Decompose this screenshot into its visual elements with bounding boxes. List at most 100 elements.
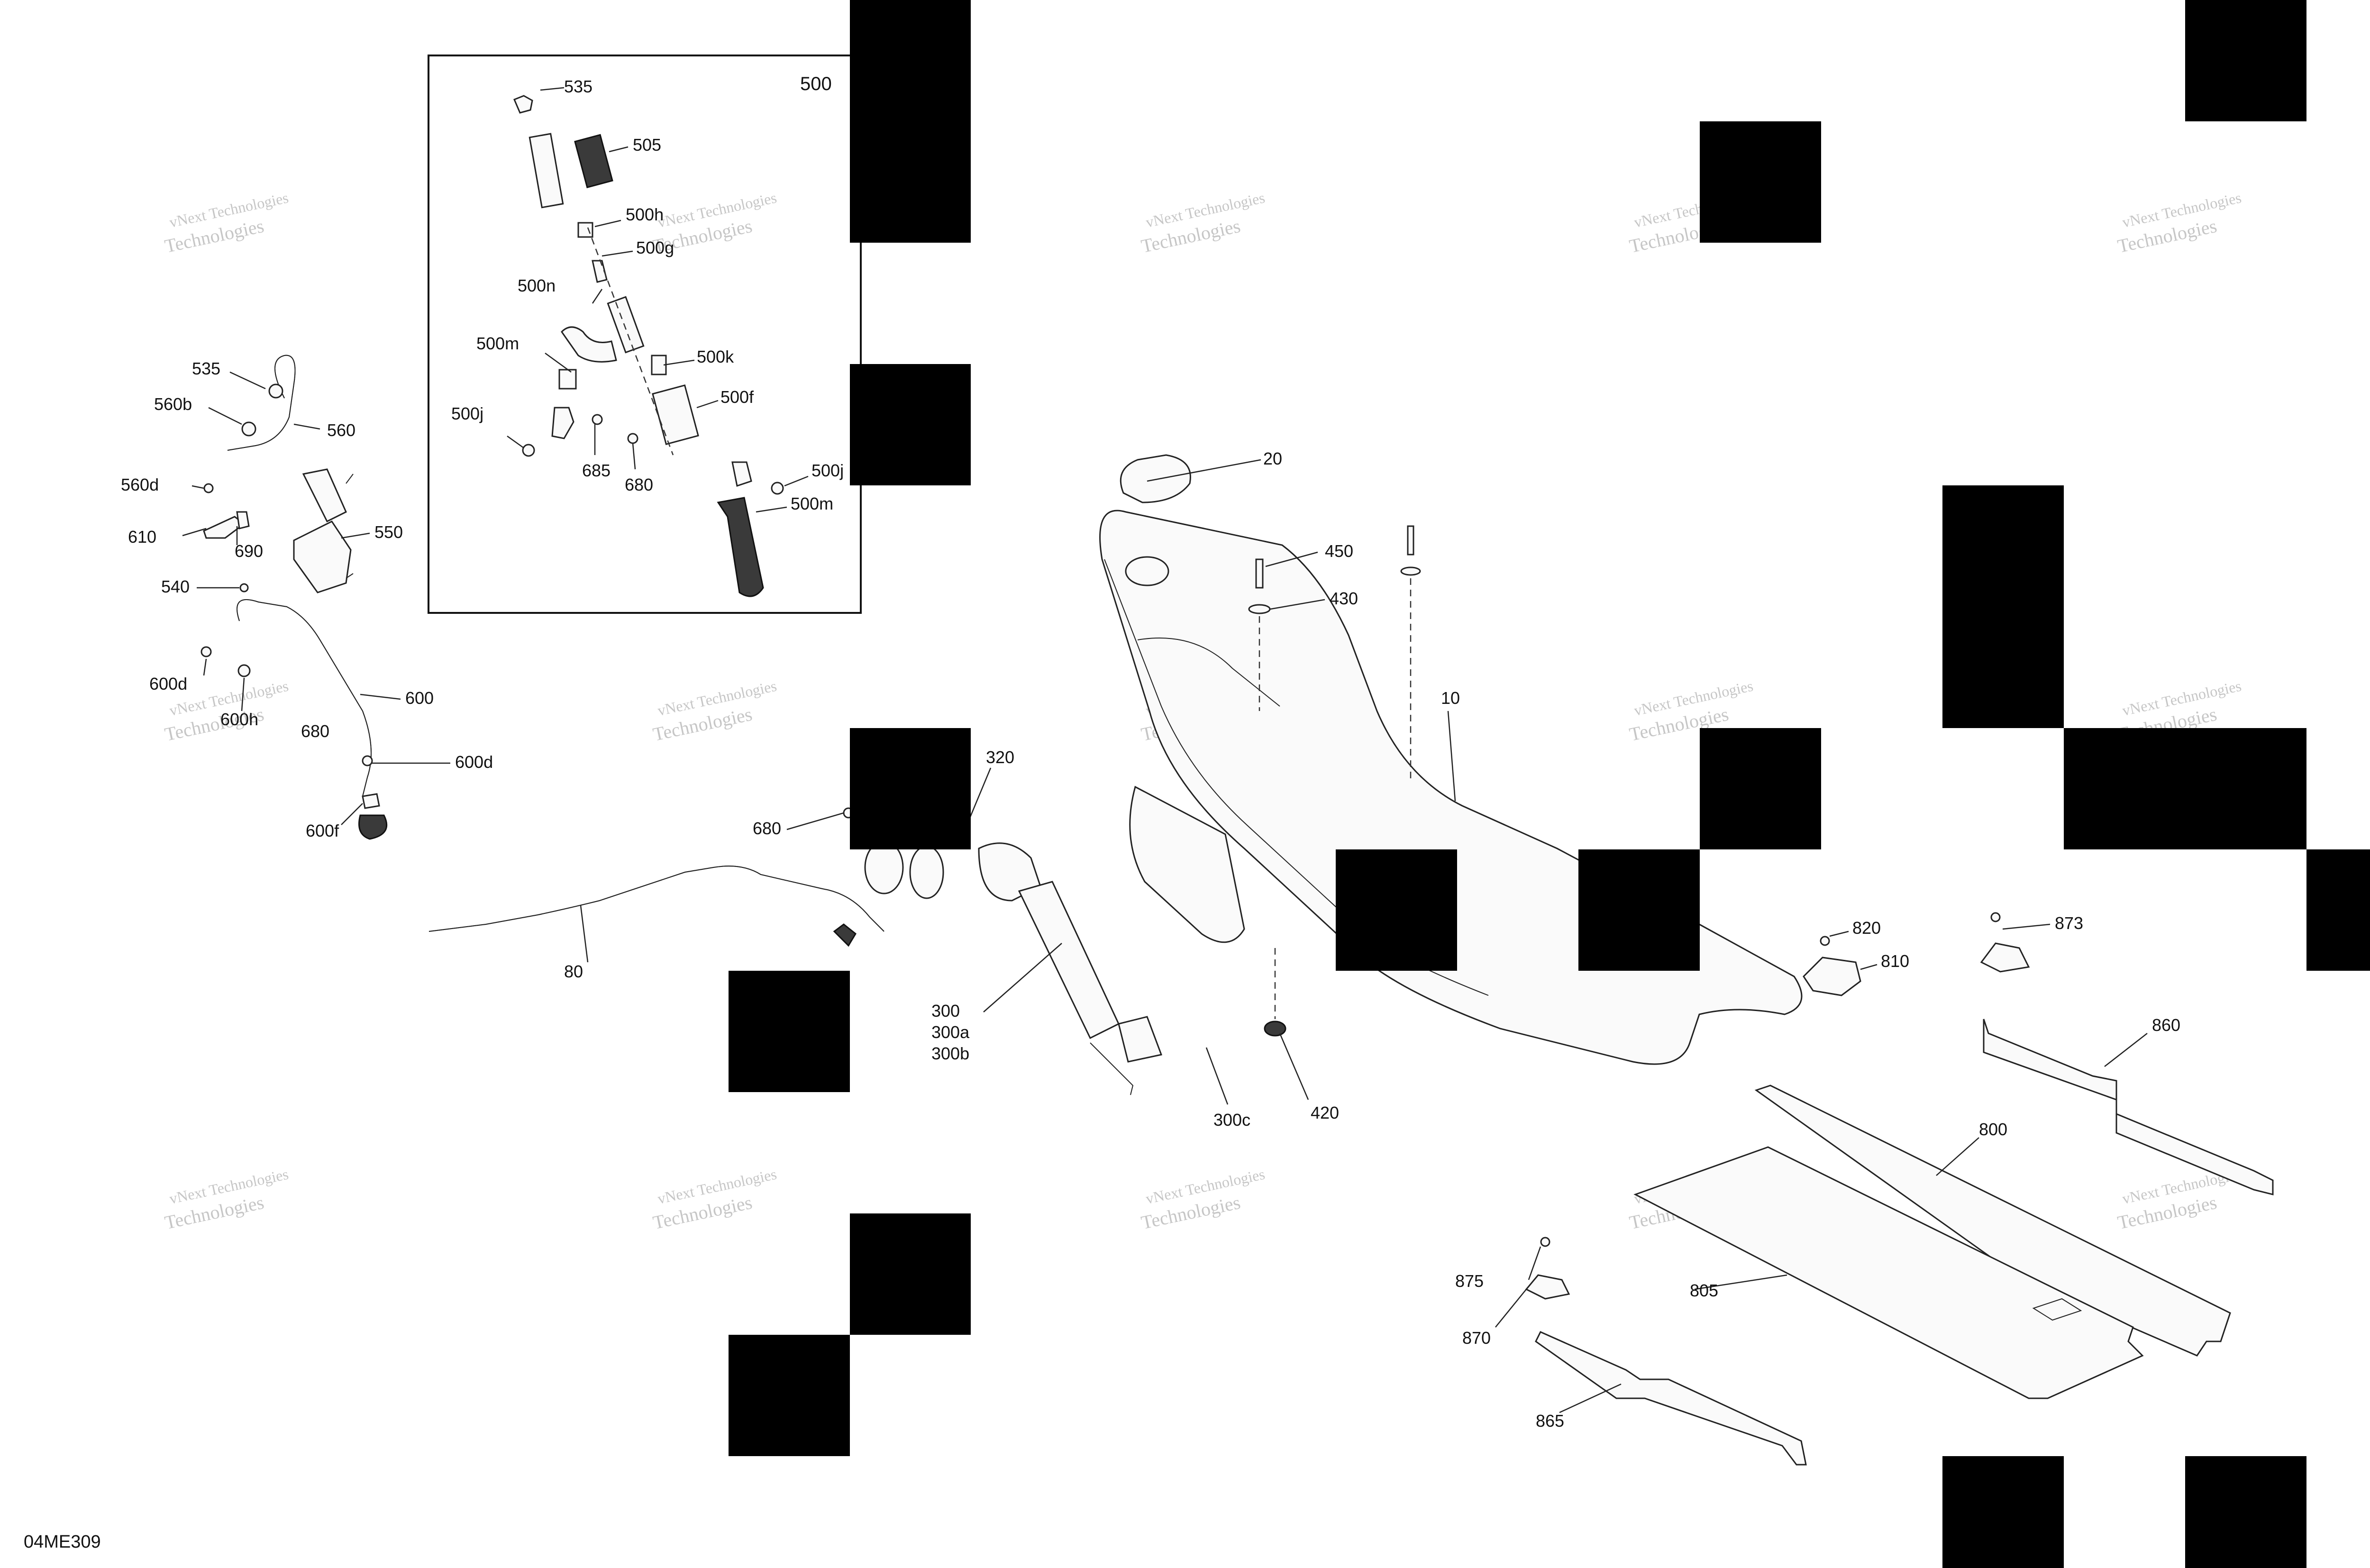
part-500m-clamp [558,369,577,390]
document-code: 04ME309 [24,1532,101,1552]
leader [1860,964,1878,970]
part-560-hose [227,355,296,451]
part-500h-fitting [577,222,593,238]
callout-500n: 500n [518,276,556,295]
part-500f-filter [652,384,699,446]
callout-20: 20 [1263,449,1282,468]
part-860-strap [1983,1019,2274,1195]
callout-500j-b: 500j [811,461,844,480]
leader [241,677,245,711]
leader [341,532,370,539]
part-685-clip [592,414,603,425]
part-600f-end [358,814,388,840]
tank-edge-line [1104,559,1489,996]
part-820-screw [1820,936,1830,946]
part-540-clip [239,583,249,593]
callout-535: 535 [564,77,592,96]
inset-title: 500 [800,73,832,94]
part-washer [1400,566,1421,576]
part-300c-filter [1118,1016,1163,1063]
part-500n-hose [607,296,645,354]
part-600-hose-fill [237,599,372,797]
redaction-block [1336,849,1457,971]
redaction-block [1578,849,1700,971]
part-screw [346,573,354,579]
callout-505: 505 [633,135,661,155]
part-535-cap [268,383,283,399]
part-500j-clip-b [771,482,784,495]
redaction-block [2306,849,2370,971]
leader [1829,930,1849,937]
leader [293,423,320,430]
callout-680: 680 [625,475,653,494]
watermark: vNext Technologies Technologies [2115,189,2242,256]
part-vent-tube [529,133,564,209]
callout-875: 875 [1455,1271,1484,1291]
part-320-lock-ring [909,845,944,899]
leader [632,443,636,470]
part-300-pump-body [1018,881,1120,1039]
leader [182,528,207,537]
leader [1694,1274,1787,1290]
callout-600d-b: 600d [455,752,493,772]
leader [983,943,1062,1012]
leader [756,506,787,513]
callout-870: 870 [1462,1328,1491,1348]
part-450-bolt [1255,558,1264,589]
leader [540,87,565,91]
leader [1270,599,1325,610]
leader [1279,1033,1309,1100]
watermark: vNext Technologies Technologies [651,1165,778,1233]
leader [1559,1383,1622,1413]
part-500m-corrugated-hose [717,497,764,597]
callout-450: 450 [1325,541,1353,561]
callout-300a: 300a [931,1022,970,1042]
part-550-canister [293,520,352,593]
leader [1495,1289,1527,1328]
redaction-block [1942,485,2064,728]
callout-500g: 500g [636,238,674,257]
redaction-block [2064,728,2306,849]
callout-600: 600 [405,688,434,708]
callout-540: 540 [161,577,190,596]
part-600f-clamp [362,793,380,809]
callout-535-left: 535 [192,359,220,378]
callout-800: 800 [1979,1120,2007,1139]
leader [602,250,633,257]
callout-560b: 560b [154,394,192,414]
redaction-block [850,728,971,849]
leader [208,407,242,425]
callout-865: 865 [1536,1411,1564,1431]
callout-550: 550 [374,522,403,542]
callout-300b: 300b [931,1044,969,1063]
watermark: vNext Technologies Technologies [1139,1165,1266,1233]
callout-560d: 560d [121,475,159,494]
callout-860: 860 [2152,1015,2180,1035]
part-20-filler-cap [1120,454,1191,503]
part-bent-hose [561,326,617,363]
part-810-bracket [1803,957,1861,996]
callout-820: 820 [1852,918,1881,938]
leader [1936,1137,1979,1176]
callout-500f: 500f [720,387,754,407]
callout-500k: 500k [697,347,734,366]
callout-430: 430 [1330,589,1358,608]
redaction-block [2185,1456,2306,1568]
watermark: vNext Technologies Technologies [163,1165,290,1233]
part-inset-tee [731,461,752,487]
part-bolt [1407,525,1414,556]
leader [507,435,524,449]
leader [580,905,589,963]
right-bracket-group: 820 810 873 860 800 805 875 870 865 [1455,912,2274,1466]
callout-420: 420 [1311,1103,1339,1122]
leader [191,485,204,489]
redaction-block [850,1213,971,1335]
leader [786,812,844,830]
part-clamp [1980,942,2030,973]
callout-600h: 600h [220,710,258,729]
part-680-clip [627,433,638,444]
watermark: vNext Technologies Technologies [163,189,290,256]
part-505-sleeve [574,134,613,189]
part-fuel-line-connector [833,923,857,947]
